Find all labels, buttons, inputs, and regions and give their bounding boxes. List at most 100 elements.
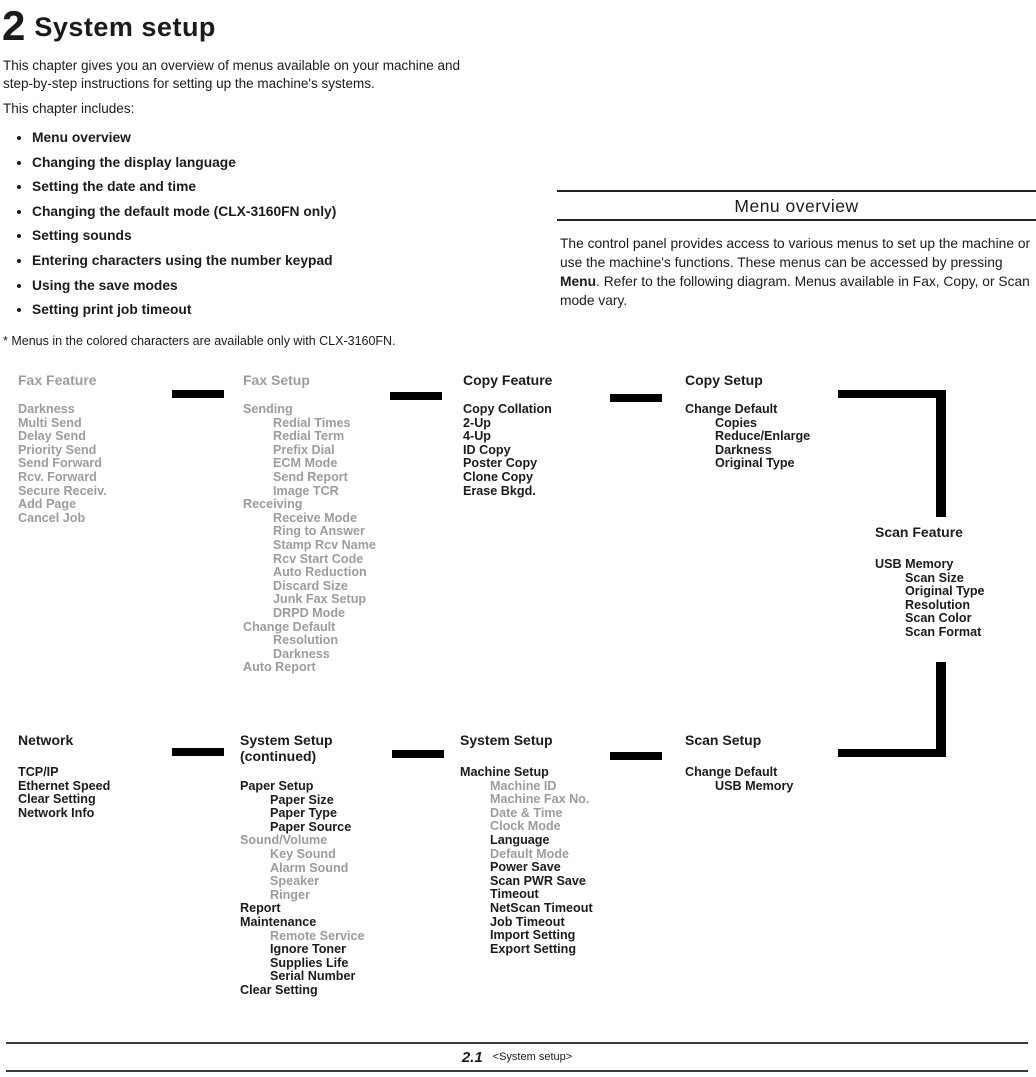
menu-item: Auto Reduction: [273, 565, 367, 580]
column-title: Scan Setup: [685, 732, 762, 748]
column-title: Fax Feature: [18, 372, 97, 388]
menu-item: Delay Send: [18, 429, 86, 444]
connector-bar: [392, 750, 444, 758]
chapter-number: 2: [2, 2, 25, 49]
menu-item: Language: [490, 832, 550, 847]
toc-bullet-item: Setting the date and time: [32, 175, 502, 200]
menu-item: Ring to Answer: [273, 524, 365, 539]
menu-item: Paper Setup: [240, 779, 314, 793]
toc-bullet-item: Using the save modes: [32, 274, 502, 299]
menu-item: Darkness: [18, 402, 75, 416]
menu-item: Discard Size: [273, 578, 348, 593]
menu-item: Change Default: [243, 619, 336, 634]
connector-bar: [172, 748, 224, 756]
menu-item: Key Sound: [270, 846, 336, 861]
column-title: Copy Setup: [685, 372, 763, 388]
colored-menus-footnote: * Menus in the colored characters are av…: [3, 334, 396, 348]
menu-item: TCP/IP: [18, 765, 59, 779]
connector-bar-vertical: [936, 662, 946, 757]
menu-item: Scan Size: [905, 570, 964, 585]
menu-item: Sending: [243, 402, 293, 416]
connector-bar: [610, 752, 662, 760]
menu-item: Maintenance: [240, 914, 317, 929]
chapter-intro: This chapter gives you an overview of me…: [3, 58, 461, 91]
menu-item: Clear Setting: [240, 982, 318, 997]
menu-item: Paper Size: [270, 792, 334, 807]
menu-item: Scan Format: [905, 624, 982, 639]
connector-bar: [610, 394, 662, 402]
menu-item: Resolution: [273, 633, 339, 648]
section-rule-top: [557, 190, 1036, 192]
menu-item: Paper Source: [270, 819, 352, 834]
menu-item: Image TCR: [273, 483, 339, 498]
menu-item: Copy Collation: [463, 402, 552, 416]
connector-bar: [838, 749, 946, 757]
menu-item: Rcv. Forward: [18, 469, 97, 484]
menu-item: Machine ID: [490, 778, 557, 793]
menu-item: Power Save: [490, 860, 561, 875]
toc-bullet-item: Changing the display language: [32, 151, 502, 176]
menu-item: Auto Report: [243, 660, 316, 675]
menu-item: Clock Mode: [490, 819, 561, 834]
menu-item: Copies: [715, 415, 757, 430]
menu-item: Machine Setup: [460, 765, 549, 779]
menu-item: Export Setting: [490, 941, 577, 956]
section-rule-bottom: [557, 219, 1036, 221]
menu-item: Erase Bkgd.: [463, 483, 536, 498]
section-title-menu-overview: Menu overview: [734, 196, 859, 216]
menu-overview-text-2: . Refer to the following diagram. Menus …: [560, 274, 1030, 308]
menu-item: NetScan Timeout: [490, 900, 593, 915]
menu-item: Send Report: [273, 469, 348, 484]
menu-item: Stamp Rcv Name: [273, 537, 376, 552]
menu-item: Remote Service: [270, 928, 365, 943]
menu-item: Original Type: [715, 456, 795, 471]
menu-item: Sound/Volume: [240, 833, 328, 848]
menu-item: USB Memory: [875, 557, 954, 571]
menu-item: Ignore Toner: [270, 942, 347, 957]
footer-section-label: <System setup>: [492, 1051, 573, 1063]
toc-bullet-item: Setting print job timeout: [32, 298, 502, 323]
menu-item: 2-Up: [463, 415, 491, 430]
menu-item: Supplies Life: [270, 955, 349, 970]
menu-item: Speaker: [270, 874, 320, 889]
menu-item: Change Default: [685, 402, 778, 416]
chapter-header: 2 System setup: [2, 2, 216, 50]
column-title: Copy Feature: [463, 372, 553, 388]
page-footer: 2.1 <System setup>: [6, 1042, 1028, 1072]
footer-page-number: 2.1: [461, 1048, 483, 1066]
menu-item: ECM Mode: [273, 456, 338, 471]
menu-item: Scan PWR Save: [490, 873, 586, 888]
menu-item: Receiving: [243, 497, 303, 512]
chapter-title: System setup: [34, 12, 216, 42]
toc-bullet-item: Menu overview: [32, 126, 502, 151]
menu-item: Import Setting: [490, 928, 576, 943]
menu-item: Change Default: [685, 765, 778, 779]
connector-bar: [172, 390, 224, 398]
column-title: Network: [18, 732, 74, 748]
menu-item: Prefix Dial: [273, 442, 335, 457]
connector-bar: [390, 392, 442, 400]
menu-item: Receive Mode: [273, 510, 357, 525]
menu-item: Alarm Sound: [270, 860, 349, 875]
menu-item: Redial Term: [273, 429, 345, 444]
menu-item: Rcv Start Code: [273, 551, 364, 566]
menu-item: Machine Fax No.: [490, 792, 590, 807]
column-title: System Setup (continued): [240, 732, 333, 764]
menu-item: Default Mode: [490, 846, 570, 861]
